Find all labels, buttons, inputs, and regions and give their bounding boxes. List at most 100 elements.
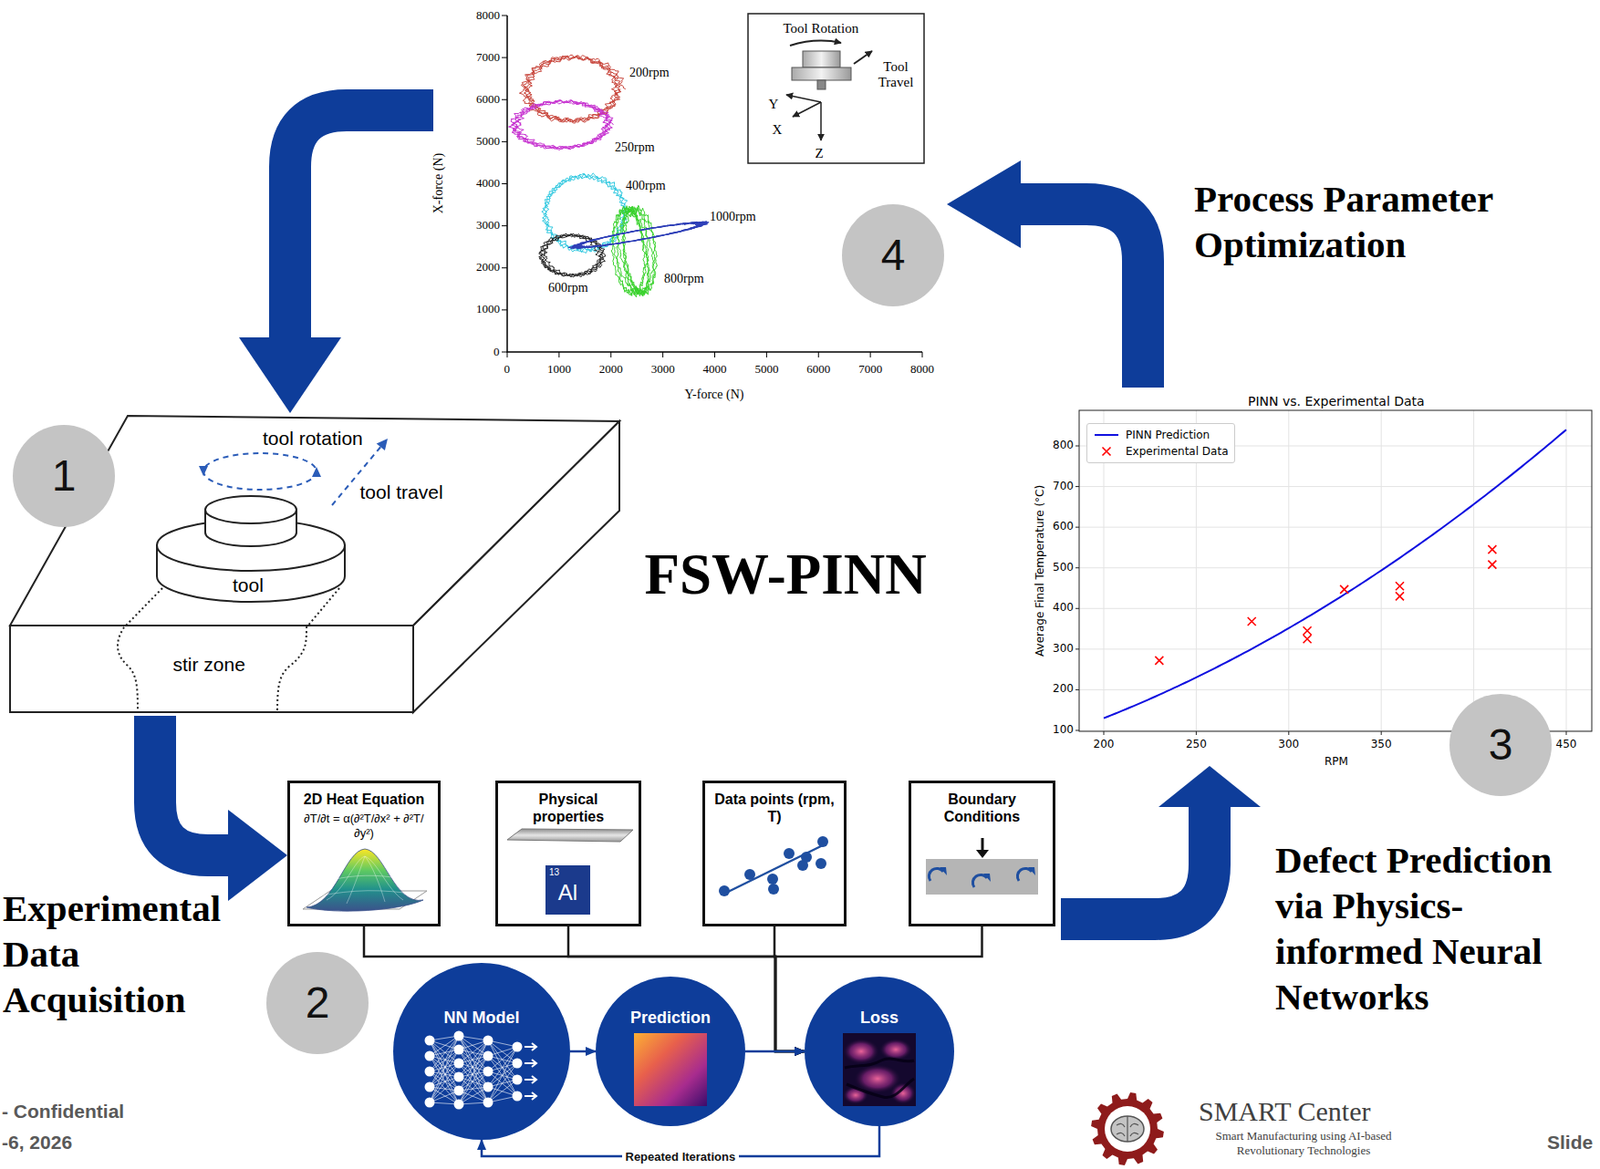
tick-mark	[922, 352, 924, 358]
gaussian-surface	[306, 849, 424, 912]
data-marker	[1303, 634, 1312, 644]
tool-body-top	[205, 496, 297, 524]
flow-arrow-shaft	[155, 716, 230, 856]
tick-mark	[501, 267, 508, 269]
tick-mark	[558, 352, 560, 358]
box-title: Boundary Conditions	[916, 790, 1048, 826]
tick-mark	[501, 57, 508, 59]
network-neuron	[483, 1067, 494, 1078]
chart-frame	[1079, 410, 1592, 732]
travel-head	[376, 438, 388, 451]
footer-note: Slide	[1547, 1132, 1593, 1154]
inset-frame	[748, 13, 925, 164]
loss-blob	[879, 1038, 913, 1061]
tick-label: 200	[1093, 738, 1115, 752]
network-neuron	[512, 1059, 523, 1070]
connector	[745, 1050, 805, 1054]
equation-text: ∂T/∂t = α(∂²T/∂x² + ∂²T/∂y²)	[295, 811, 433, 842]
circle-fill	[804, 976, 955, 1127]
footer-note: -6, 2026	[1, 1132, 73, 1154]
tick-mark	[1288, 731, 1289, 736]
force-trace	[509, 100, 614, 151]
network-output	[524, 1076, 537, 1084]
tick-label: 5000	[754, 363, 779, 377]
circle-shape	[595, 976, 746, 1127]
prediction-curve	[1103, 429, 1567, 718]
metal-plate	[507, 829, 634, 842]
data-dot	[744, 869, 756, 881]
axis-title: Y-force (N)	[685, 387, 745, 403]
domain-block	[925, 859, 1039, 895]
circle-title: Loss	[804, 1007, 955, 1029]
grid-line	[1473, 410, 1475, 732]
connector	[570, 1050, 596, 1054]
network-neuron	[425, 1082, 436, 1093]
process-circle: Loss	[804, 976, 955, 1127]
legend-swatch	[1092, 445, 1121, 458]
inset-tool	[802, 51, 841, 68]
flow-arrow-shaft	[1060, 805, 1210, 920]
tick-mark	[1075, 567, 1080, 569]
network-link	[488, 1047, 518, 1072]
box-title: Data points (rpm, T)	[710, 790, 839, 826]
force-trace	[568, 221, 709, 250]
input-box: Boundary Conditions	[908, 780, 1056, 927]
network-neuron	[454, 1072, 465, 1083]
tick-mark	[1566, 731, 1568, 736]
step-heading: Experimental Data Acquisition	[2, 885, 268, 1023]
part-label: tool	[232, 574, 264, 597]
tick-mark	[870, 352, 872, 358]
data-dot	[783, 848, 795, 860]
stir-zone-outline	[277, 588, 340, 713]
tick-label: 700	[1052, 480, 1074, 494]
callout-number: 3	[1449, 694, 1552, 797]
grid-line	[1079, 527, 1592, 529]
flow-curl	[928, 868, 944, 882]
tick-mark	[1381, 731, 1382, 736]
tick-mark	[507, 352, 509, 358]
tick-mark	[501, 352, 508, 354]
tick-mark	[662, 352, 664, 358]
network-neuron	[512, 1042, 523, 1053]
grid-line	[1079, 486, 1592, 488]
axes-inset	[748, 13, 925, 164]
tick-mark	[1075, 608, 1080, 610]
network-neuron	[512, 1091, 523, 1102]
travel-arrow	[853, 51, 873, 64]
data-marker	[1154, 656, 1164, 665]
rotation-head	[311, 467, 322, 478]
rotation-path	[203, 453, 317, 490]
inset-label: Tool Travel	[870, 59, 922, 92]
tick-mark	[501, 141, 508, 143]
input-box: Physical properties13Al	[495, 780, 642, 927]
logo-tagline: Smart Manufacturing using AI-based Revol…	[1198, 1129, 1409, 1159]
workpiece-side	[413, 421, 620, 713]
network-neuron	[454, 1059, 465, 1070]
tick-label: 7000	[858, 363, 883, 377]
series-label: 400rpm	[625, 178, 666, 194]
network-link	[488, 1080, 518, 1103]
loss-blob	[842, 1038, 880, 1065]
circle-shape	[393, 963, 571, 1141]
network-neuron	[454, 1031, 465, 1042]
part-label: tool rotation	[262, 427, 364, 450]
tick-label: 800	[1052, 439, 1074, 453]
grid-line	[1288, 410, 1289, 732]
surface-mesh	[317, 856, 418, 904]
data-marker	[1247, 617, 1257, 626]
data-dot	[718, 885, 730, 897]
input-box: 2D Heat Equation∂T/∂t = α(∂²T/∂x² + ∂²T/…	[287, 780, 441, 927]
tick-label: 7000	[476, 51, 500, 65]
tick-label: 400	[1052, 602, 1074, 615]
rotation-arrow	[789, 41, 842, 46]
tick-mark	[714, 352, 716, 358]
tick-mark	[1075, 730, 1080, 732]
tick-label: 300	[1277, 738, 1299, 752]
data-marker	[1487, 545, 1497, 554]
prediction-field	[633, 1033, 707, 1107]
data-dot	[817, 836, 829, 848]
flow-curl	[972, 874, 988, 888]
legend-row: Experimental Data	[1092, 443, 1229, 460]
tick-label: 4000	[476, 176, 500, 191]
tick-label: 5000	[476, 135, 500, 149]
